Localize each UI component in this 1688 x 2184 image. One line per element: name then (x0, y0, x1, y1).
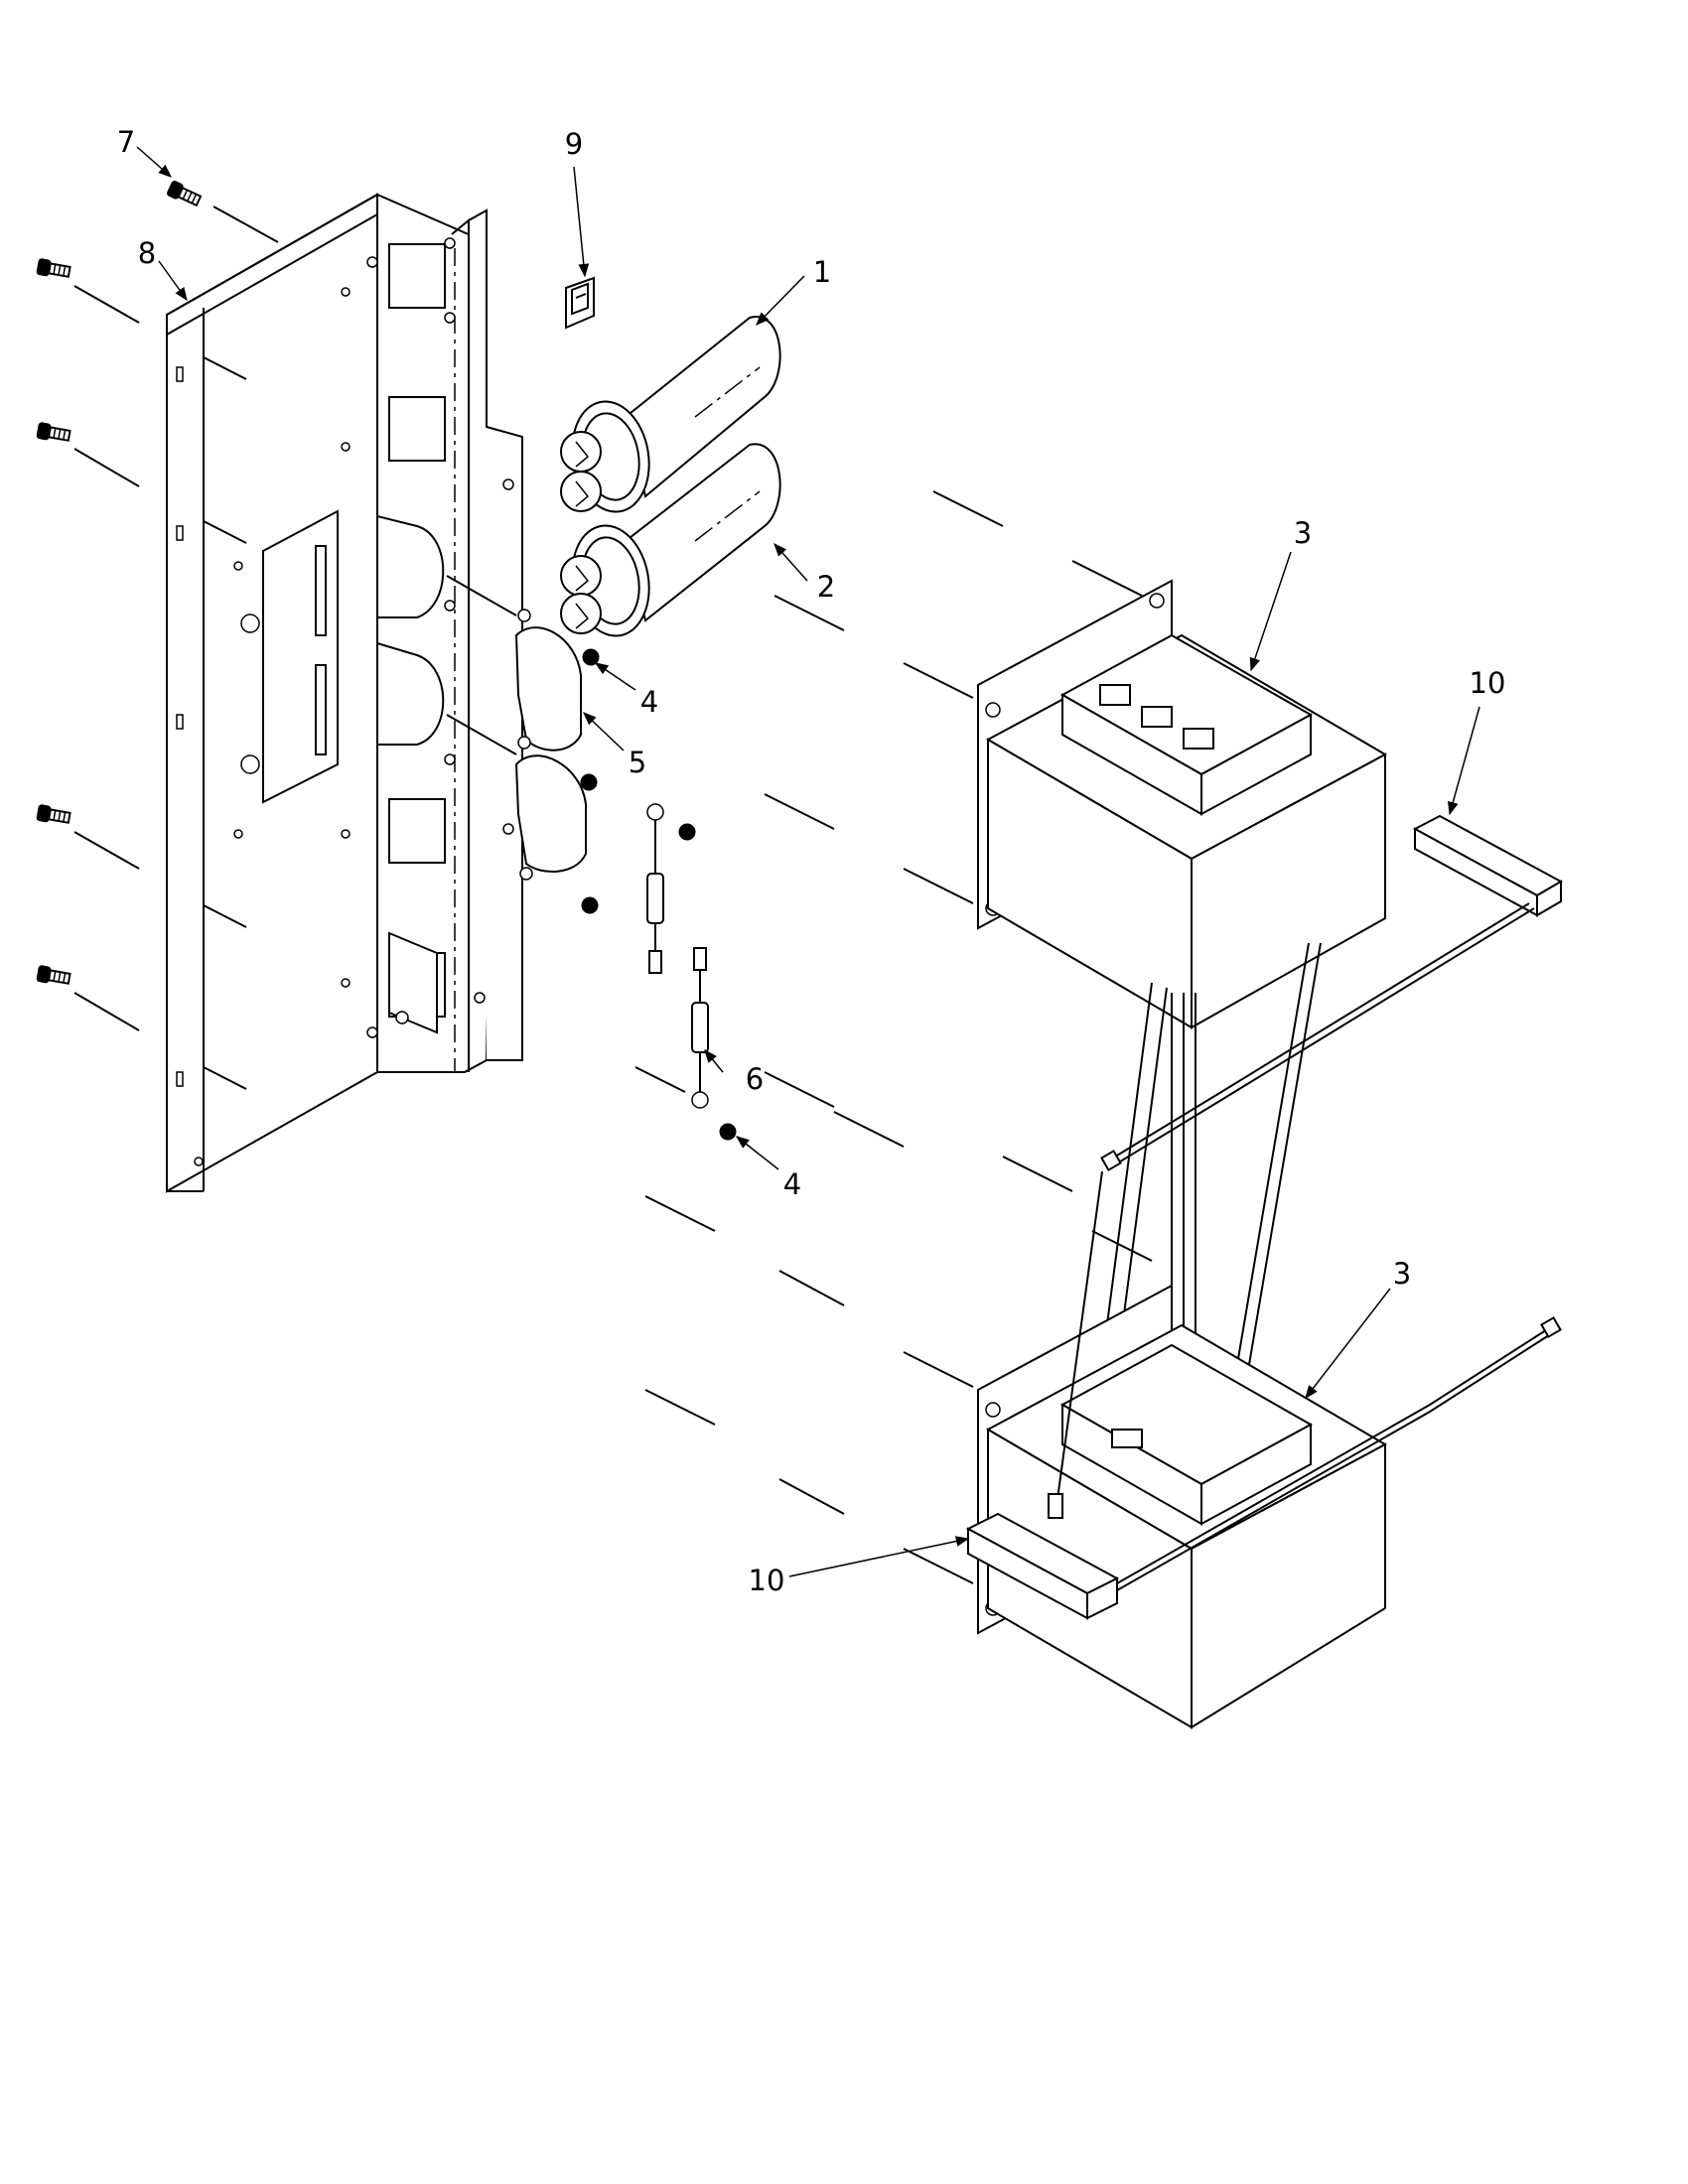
fuse-holder-lower (965, 1316, 1562, 1620)
capacitor-2 (560, 443, 781, 637)
mounting-bracket (166, 193, 523, 1193)
capacitor-clip (565, 276, 595, 330)
screw-icon (36, 804, 71, 824)
nut-icon (581, 896, 599, 914)
callout-label-4-upper: 4 (640, 685, 658, 719)
screw-icon (36, 258, 71, 278)
fuse-holder-upper (1056, 814, 1564, 1500)
leader-lines (136, 146, 1480, 1577)
transformer-lower (977, 1284, 1388, 1729)
screw-set (36, 181, 279, 1031)
callout-labels: 7 8 9 1 2 3 10 4 5 6 4 3 10 (117, 125, 1506, 1597)
callout-label-3-upper: 3 (1294, 516, 1312, 550)
callout-label-7: 7 (117, 125, 135, 159)
screw-icon (36, 422, 71, 442)
screw-icon (36, 965, 71, 985)
callout-label-10-lower: 10 (749, 1564, 785, 1597)
screw-icon (167, 181, 203, 207)
callout-label-2: 2 (817, 570, 835, 604)
callout-label-5: 5 (629, 746, 646, 779)
callout-label-8: 8 (138, 236, 156, 270)
nut-icon (582, 648, 600, 666)
callout-label-4-lower: 4 (783, 1167, 801, 1201)
nut-icon (678, 823, 696, 841)
assembly-lines (644, 490, 1153, 1584)
callout-label-6: 6 (746, 1062, 764, 1096)
capacitor-1 (560, 316, 781, 513)
callout-label-10-upper: 10 (1470, 666, 1506, 700)
capacitor-strap (446, 575, 587, 881)
callout-label-3-lower: 3 (1393, 1257, 1411, 1291)
callout-label-9: 9 (565, 127, 583, 161)
nut-icon (580, 773, 598, 791)
nut-icon (719, 1123, 737, 1141)
nut-set (580, 648, 737, 1141)
diode (634, 803, 709, 1109)
transformer-upper (977, 579, 1388, 1634)
callout-label-1: 1 (813, 255, 831, 289)
